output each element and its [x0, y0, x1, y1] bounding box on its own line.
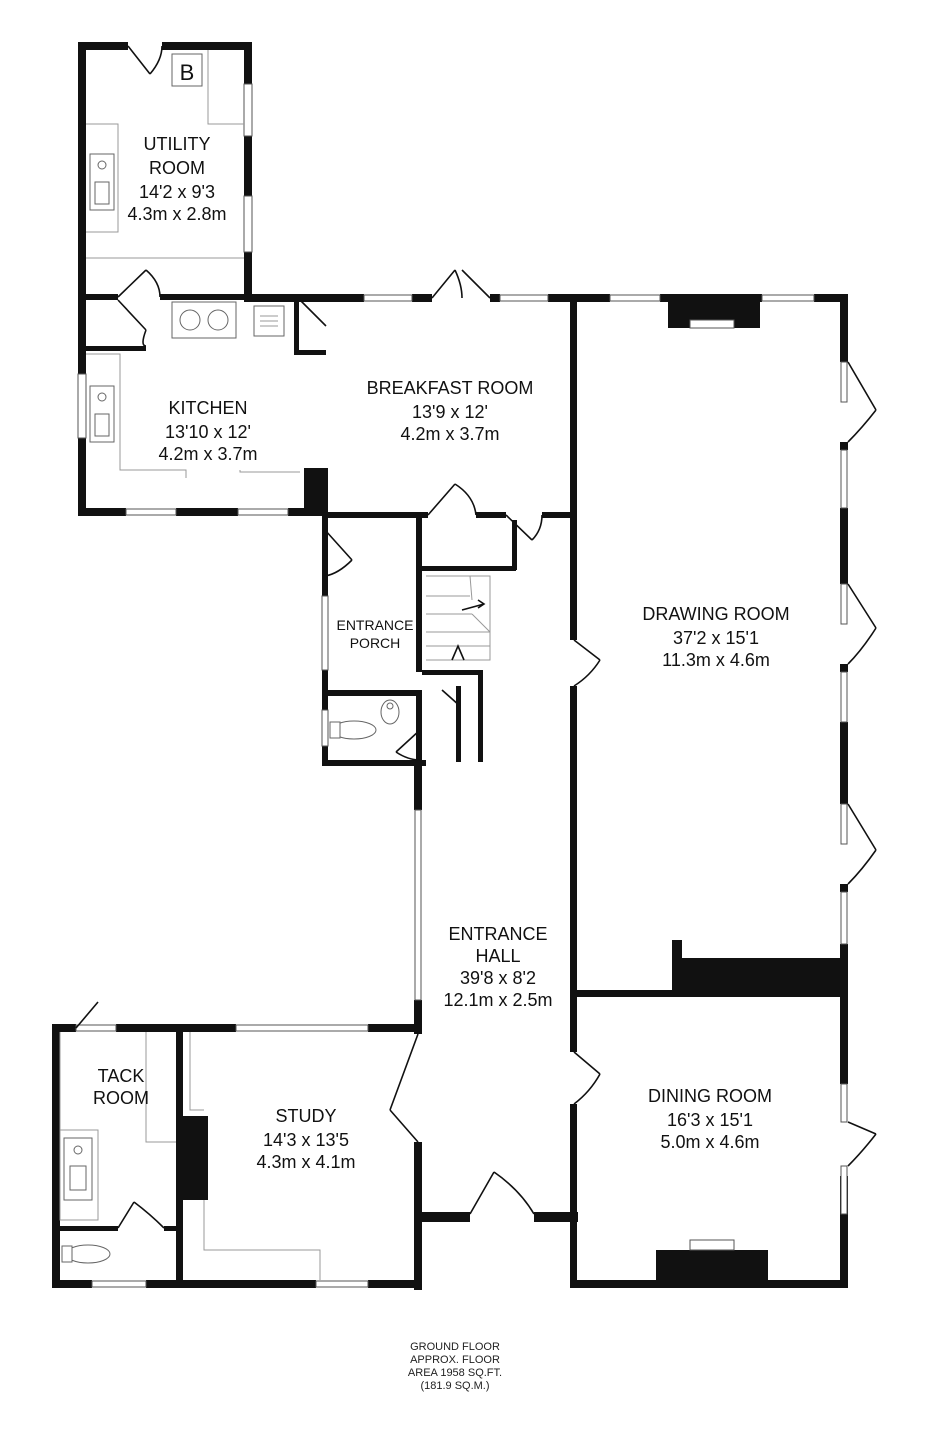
utility-room-label: UTILITY ROOM 14'2 x 9'3 4.3m x 2.8m [127, 134, 226, 224]
utility-room-name-1: UTILITY [143, 134, 210, 154]
entrance-hall-label: ENTRANCE HALL 39'8 x 8'2 12.1m x 2.5m [443, 924, 552, 1010]
kitchen-imperial: 13'10 x 12' [165, 422, 251, 442]
kitchen-name: KITCHEN [168, 398, 247, 418]
entrance-porch-name-1: ENTRANCE [336, 617, 413, 633]
drawing-room-name: DRAWING ROOM [642, 604, 789, 624]
windows [75, 83, 848, 1288]
utility-room-metric: 4.3m x 2.8m [127, 204, 226, 224]
boiler-mark: B [180, 60, 195, 85]
entrance-hall-name-2: HALL [475, 946, 520, 966]
footer-line-3: AREA 1958 SQ.FT. [408, 1367, 502, 1379]
breakfast-room-name: BREAKFAST ROOM [367, 378, 534, 398]
footer-line-1: GROUND FLOOR [410, 1341, 500, 1353]
study-metric: 4.3m x 4.1m [256, 1152, 355, 1172]
study-label: STUDY 14'3 x 13'5 4.3m x 4.1m [256, 1106, 355, 1172]
floor-area-note: GROUND FLOOR APPROX. FLOOR AREA 1958 SQ.… [408, 1341, 502, 1392]
tack-room-label: TACK ROOM [93, 1066, 149, 1108]
drawing-room-label: DRAWING ROOM 37'2 x 15'1 11.3m x 4.6m [642, 604, 789, 670]
breakfast-room-imperial: 13'9 x 12' [412, 402, 488, 422]
dining-room-imperial: 16'3 x 15'1 [667, 1110, 753, 1130]
fixtures: B [59, 50, 491, 1280]
doors [75, 45, 877, 1229]
kitchen-label: KITCHEN 13'10 x 12' 4.2m x 3.7m [158, 398, 257, 464]
utility-room-name-2: ROOM [149, 158, 205, 178]
entrance-porch-label: ENTRANCE PORCH [336, 617, 413, 651]
study-imperial: 14'3 x 13'5 [263, 1130, 349, 1150]
entrance-porch-name-2: PORCH [350, 635, 401, 651]
tack-room-name-2: ROOM [93, 1088, 149, 1108]
entrance-hall-name-1: ENTRANCE [448, 924, 547, 944]
entrance-hall-metric: 12.1m x 2.5m [443, 990, 552, 1010]
footer-line-4: (181.9 SQ.M.) [420, 1380, 489, 1392]
footer-line-2: APPROX. FLOOR [410, 1354, 500, 1366]
breakfast-room-label: BREAKFAST ROOM 13'9 x 12' 4.2m x 3.7m [367, 378, 534, 444]
drawing-room-metric: 11.3m x 4.6m [662, 650, 770, 670]
kitchen-metric: 4.2m x 3.7m [158, 444, 257, 464]
tack-room-name-1: TACK [98, 1066, 145, 1086]
boiler-box [171, 53, 203, 87]
walls [52, 42, 848, 1290]
drawing-room-imperial: 37'2 x 15'1 [673, 628, 759, 648]
utility-room-imperial: 14'2 x 9'3 [139, 182, 215, 202]
study-name: STUDY [275, 1106, 336, 1126]
entrance-hall-imperial: 39'8 x 8'2 [460, 968, 536, 988]
breakfast-room-metric: 4.2m x 3.7m [400, 424, 499, 444]
dining-room-name: DINING ROOM [648, 1086, 772, 1106]
dining-room-metric: 5.0m x 4.6m [660, 1132, 759, 1152]
staircase [426, 575, 491, 661]
dining-room-label: DINING ROOM 16'3 x 15'1 5.0m x 4.6m [648, 1086, 772, 1152]
